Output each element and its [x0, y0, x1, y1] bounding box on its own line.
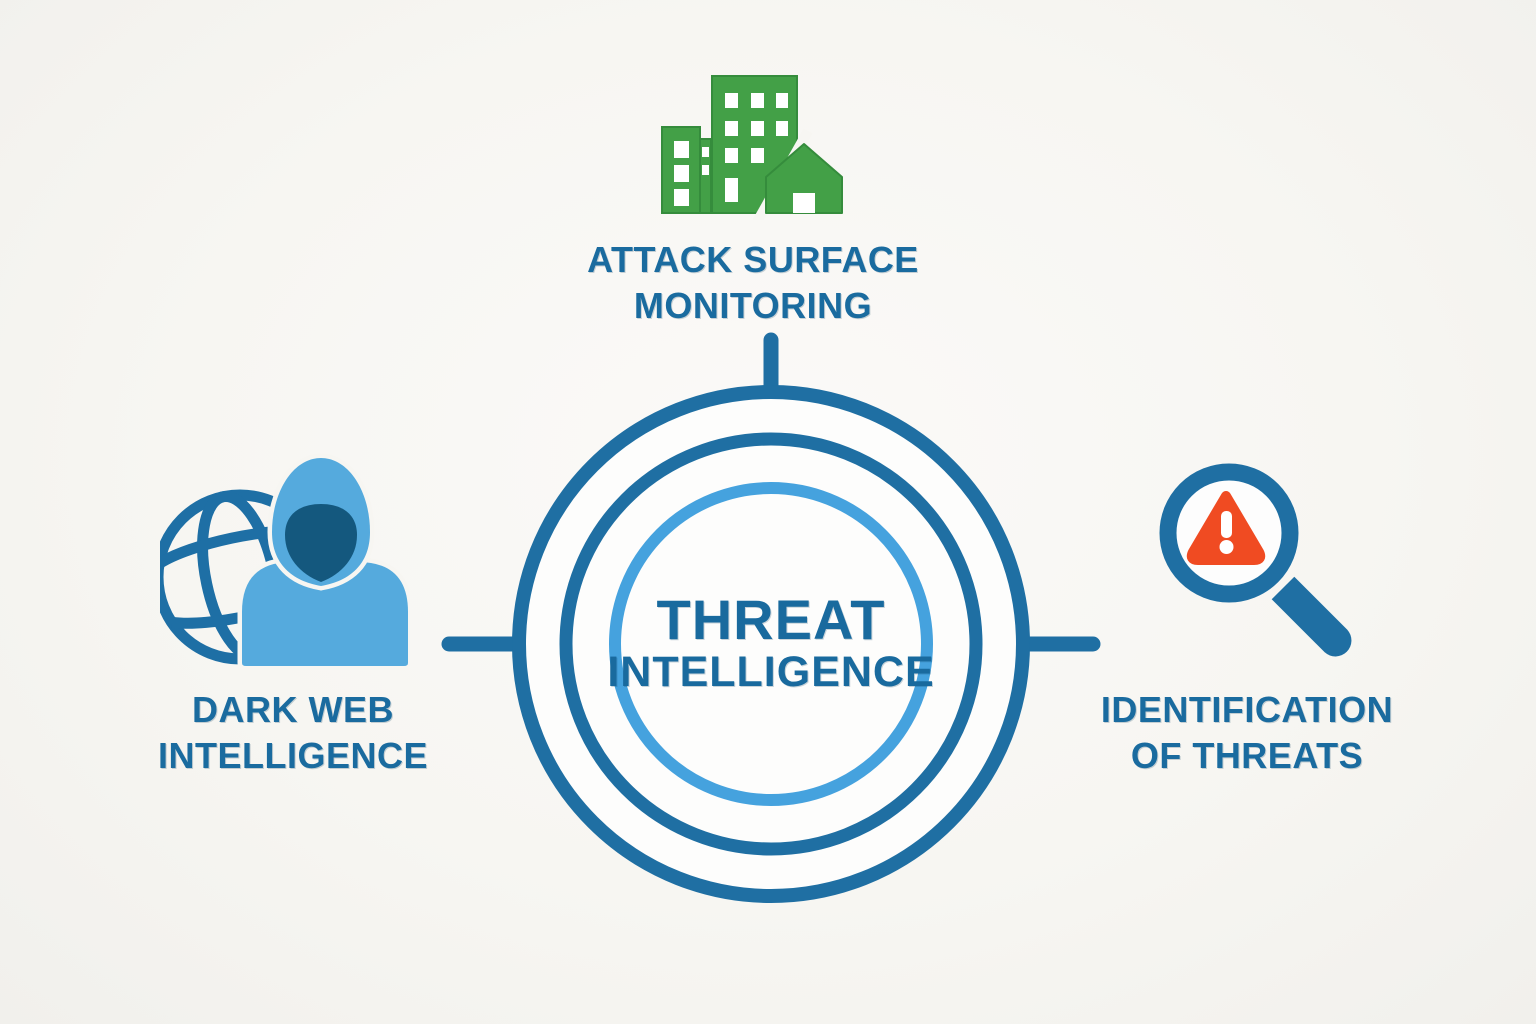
- house-door: [793, 193, 815, 213]
- center-title-line1: THREAT: [656, 588, 886, 651]
- body: [237, 557, 410, 670]
- inner-ring: [609, 482, 933, 806]
- left-node-label-line1: DARK WEB: [192, 689, 394, 730]
- left-building: [661, 126, 712, 214]
- middle-ring: [559, 432, 983, 856]
- house: [765, 143, 843, 214]
- exclamation-dot: [1219, 540, 1234, 554]
- face: [285, 504, 357, 582]
- top-node-label-line2: MONITORING: [633, 285, 873, 326]
- left-node-label: DARK WEB INTELLIGENCE: [158, 687, 428, 779]
- magnifier-warning-icon: [1159, 463, 1352, 657]
- right-node-label-line2: OF THREATS: [1130, 735, 1364, 776]
- right-node-label: IDENTIFICATION OF THREATS: [1101, 687, 1393, 779]
- center-title-line2: INTELLIGENCE: [607, 648, 935, 696]
- outer-ring: [512, 385, 1030, 903]
- hooded-figure-globe-icon: [160, 453, 410, 670]
- buildings-icon: [661, 75, 843, 220]
- top-node-label-line1: ATTACK SURFACE: [587, 239, 919, 280]
- top-node-label: ATTACK SURFACE MONITORING: [587, 237, 919, 329]
- magnifier-handle: [1271, 576, 1352, 657]
- exclamation-bar: [1221, 511, 1232, 538]
- right-node-label-line1: IDENTIFICATION: [1100, 689, 1394, 730]
- center-rings: [441, 332, 1101, 903]
- left-node-label-line2: INTELLIGENCE: [157, 735, 429, 776]
- hooded-figure-icon: [237, 453, 410, 670]
- warning-triangle-icon: [1186, 491, 1266, 565]
